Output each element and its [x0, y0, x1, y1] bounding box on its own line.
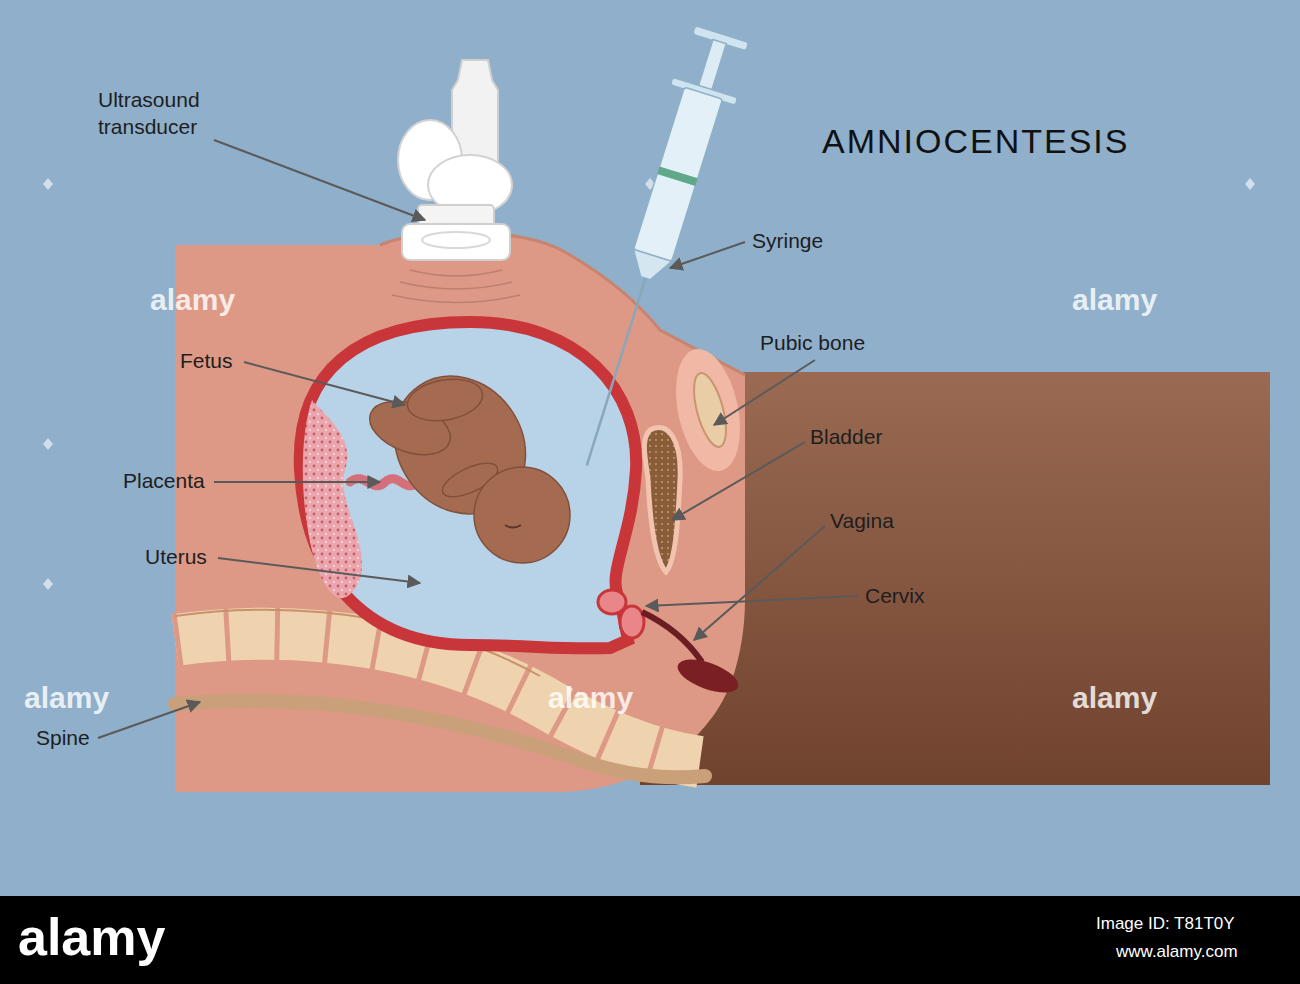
uterus: [300, 322, 636, 648]
torso-section: [175, 232, 745, 792]
fetus: [362, 350, 570, 563]
bladder: [644, 427, 680, 572]
syringe: [554, 24, 754, 476]
fetus-eye: [505, 525, 521, 528]
part-label: Placenta: [123, 468, 205, 493]
part-label: Spine: [36, 725, 90, 750]
part-label: Bladder: [810, 424, 882, 449]
watermark: alamy: [1072, 282, 1157, 318]
watermark: alamy: [150, 282, 235, 318]
cervix: [598, 590, 626, 614]
image-id: Image ID: T81T0Y: [1096, 914, 1235, 934]
background: [0, 0, 1300, 896]
watermark: alamy: [24, 680, 109, 716]
ultrasound-transducer: [392, 60, 520, 303]
website: www.alamy.com: [1116, 942, 1238, 962]
placenta: [303, 400, 362, 598]
vagina: [642, 612, 702, 662]
part-label: Cervix: [865, 583, 925, 608]
cervix-lip: [620, 606, 644, 638]
watermark: alamy: [1072, 680, 1157, 716]
vaginal-opening: [673, 653, 742, 699]
watermark-logo: alamy: [18, 906, 165, 968]
footer-bar: [0, 896, 1300, 984]
part-label: Uterus: [145, 544, 207, 569]
part-label: Ultrasound transducer: [98, 86, 248, 141]
leader-lines: [98, 140, 858, 738]
part-label: Pubic bone: [760, 330, 865, 355]
part-label: Fetus: [180, 348, 233, 373]
pubic-bone: [688, 370, 733, 450]
part-label: Syringe: [752, 228, 823, 253]
title: AMNIOCENTESIS: [822, 122, 1129, 161]
part-label: Vagina: [830, 508, 894, 533]
watermark: alamy: [548, 680, 633, 716]
